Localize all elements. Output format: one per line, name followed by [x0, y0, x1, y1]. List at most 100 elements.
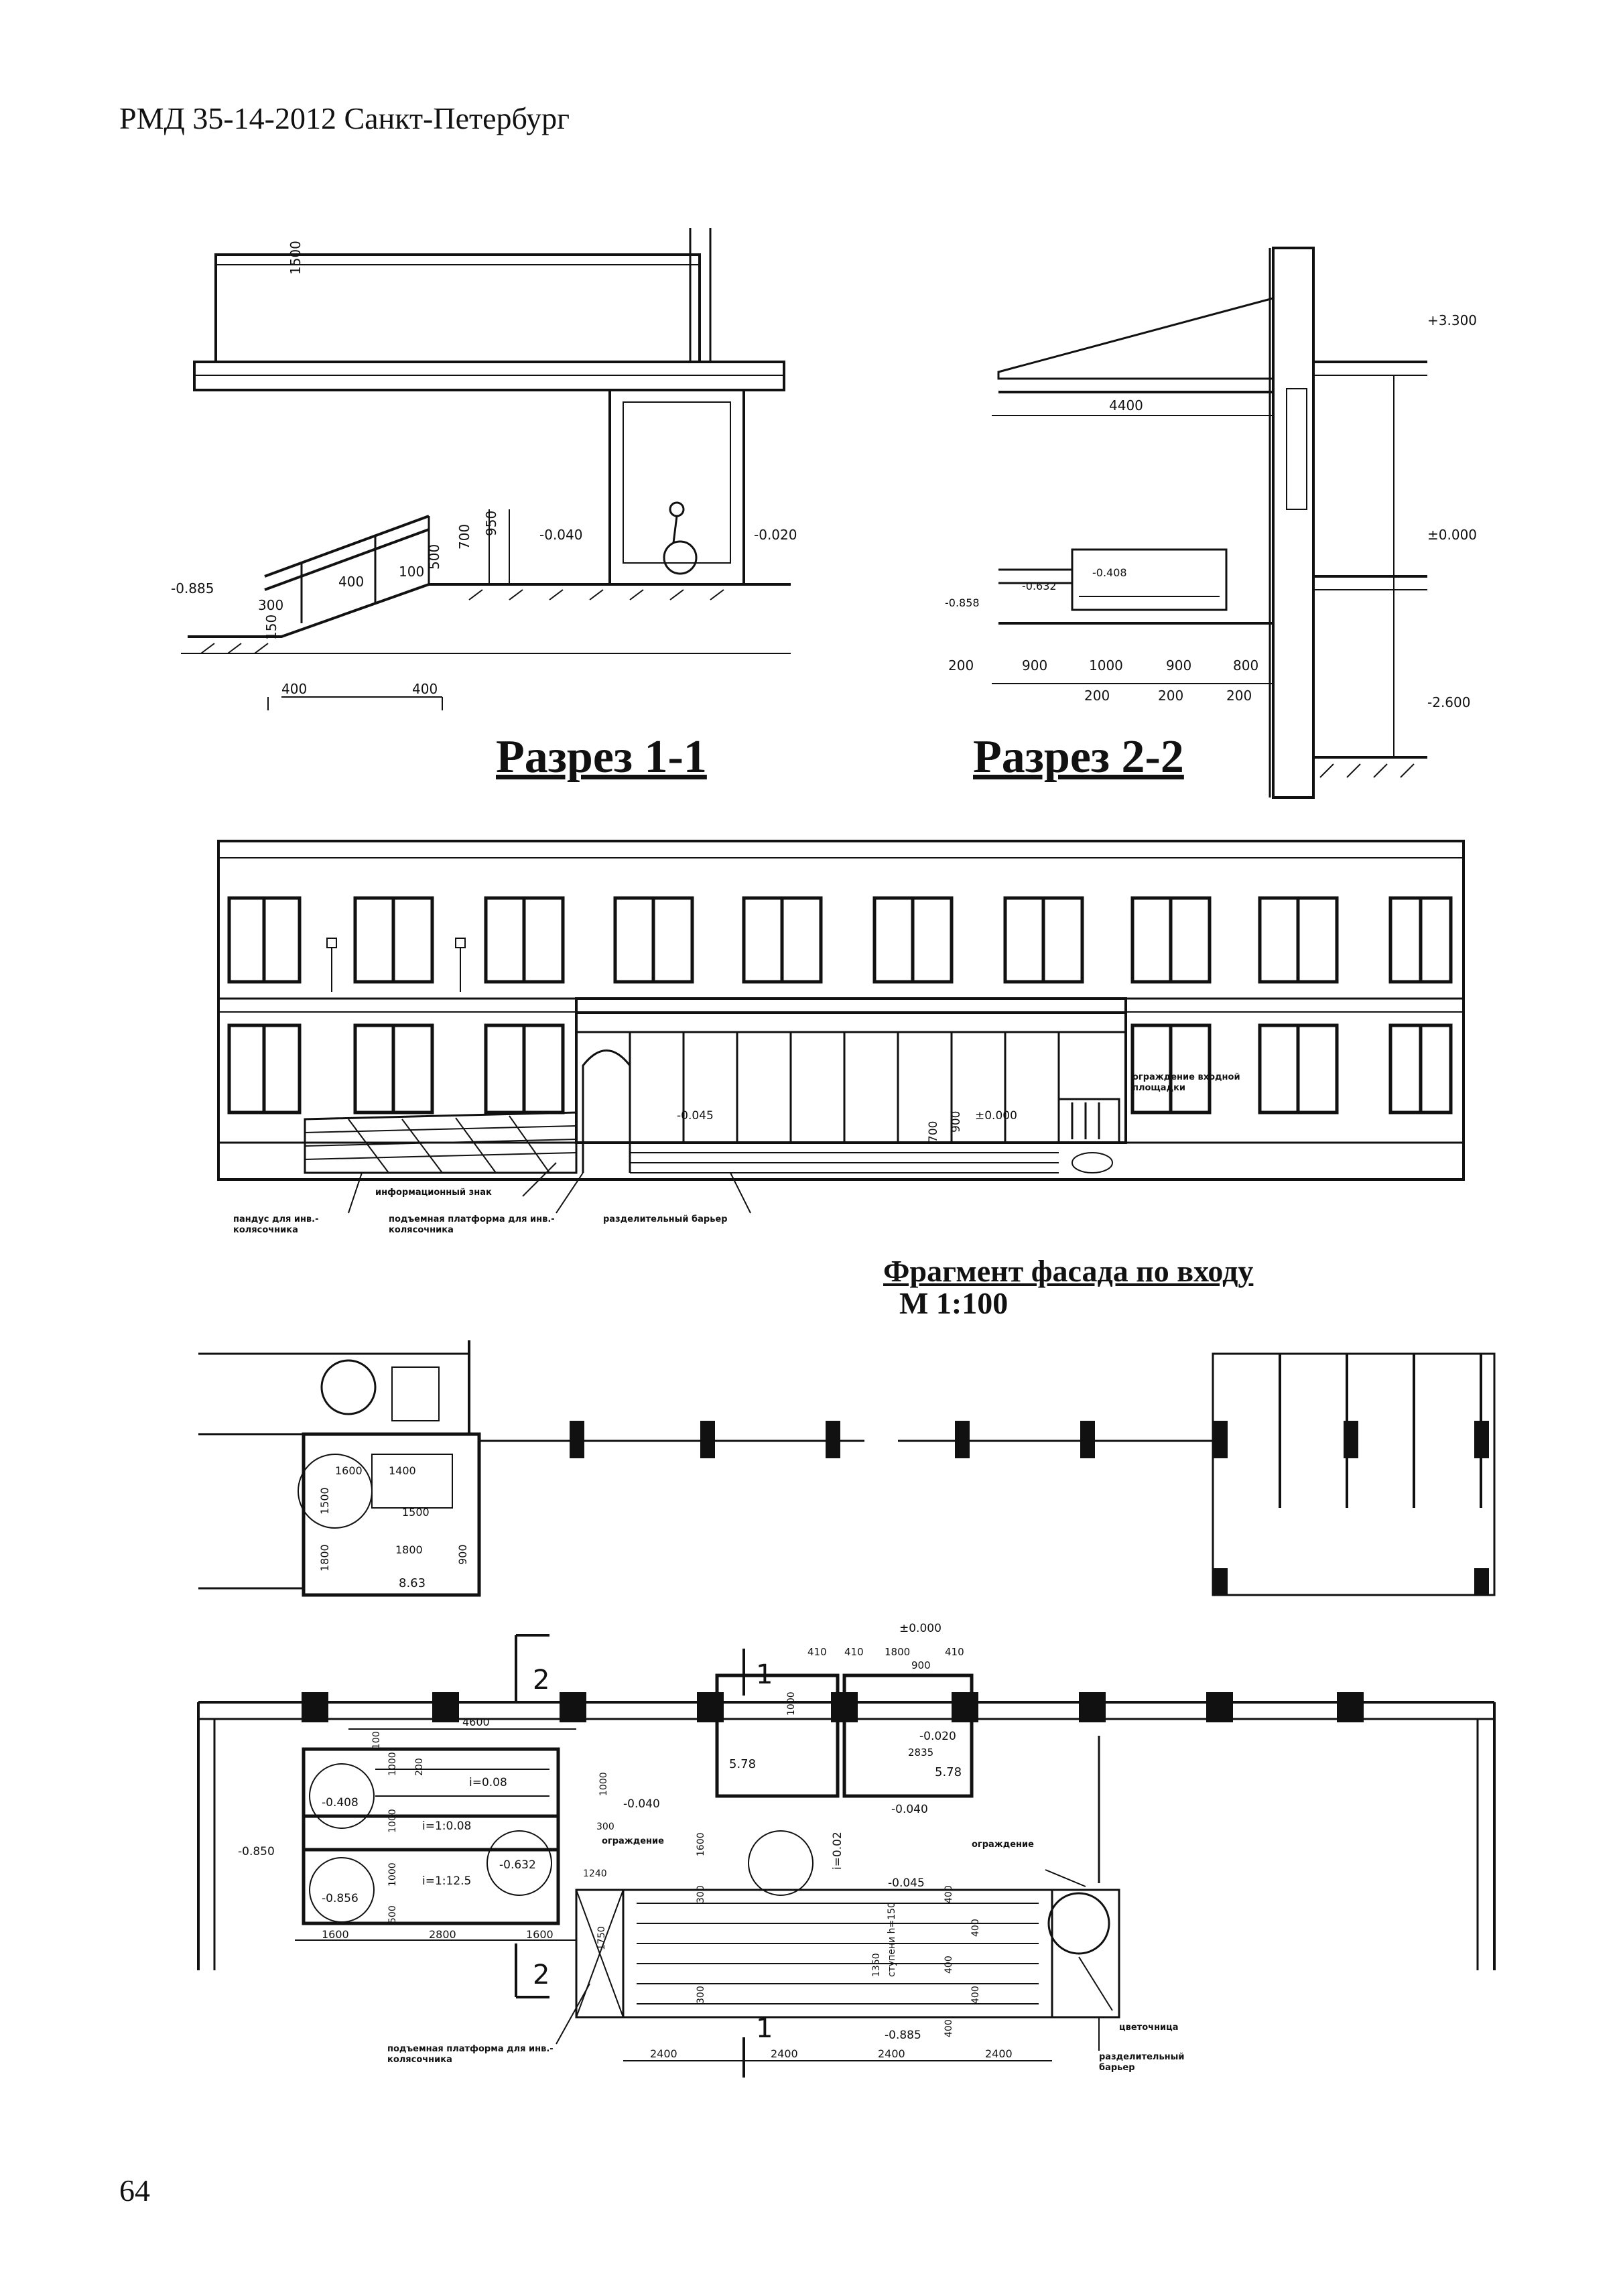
pb-area-1: 5.78: [935, 1765, 962, 1779]
pb-dimtop-6: 2835: [908, 1746, 933, 1759]
pb-dimtop-3: 1800: [885, 1646, 910, 1658]
pb-label-fence-1: ограждение: [602, 1836, 664, 1846]
s2-dim-7: 200: [1158, 688, 1183, 704]
s2-mark-2: -2.600: [1427, 694, 1470, 710]
pb-dimbot-3: 2400: [650, 2047, 677, 2060]
facade-label-ramp: пандус для инв.-колясочника: [233, 1214, 319, 1235]
pb-label-flowerbed: цветочница: [1119, 2023, 1179, 2033]
pb-section-mark-3: 1: [756, 2013, 773, 2044]
pb-label-lift: подъемная платформа для инв.-колясочника: [387, 2044, 554, 2065]
section-1-1-drawing: [181, 228, 791, 710]
s2-dim-6: 200: [1084, 688, 1110, 704]
facade-label-lift: подъемная платформа для инв.-колясочника: [389, 1214, 555, 1235]
pb-label-barrier: разделительный барьер: [1099, 2052, 1185, 2073]
s2-mark-3: -0.858: [945, 596, 980, 609]
section-1-title: Разрез 1-1: [496, 731, 707, 783]
s1-mark-2: -0.020: [754, 527, 797, 543]
facade-scale: М 1:100: [899, 1286, 1009, 1320]
facade-dim-1: 900: [950, 1111, 963, 1133]
pb-dimmisc-3: 1000: [387, 1809, 398, 1833]
pb-dimbot-4: 2400: [771, 2047, 798, 2060]
facade-label-barrier: разделительный барьер: [603, 1214, 728, 1224]
pb-level-5: -0.408: [322, 1796, 359, 1809]
facade-title: Фрагмент фасада по входу: [883, 1254, 1254, 1288]
pb-level-9: -0.885: [885, 2029, 921, 2042]
s2-mark-4: -0.632: [1022, 580, 1057, 592]
s2-mark-0: +3.300: [1427, 312, 1477, 328]
facade-label-info-sign: информационный знак: [375, 1188, 492, 1198]
pt-dim-0: 1600: [335, 1464, 363, 1477]
pt-dim-3: 1500: [318, 1487, 331, 1515]
s1-dim-8: 400: [281, 681, 307, 697]
pb-dimmisc-11: 300: [696, 1885, 706, 1903]
pb-dimtop-0: 4600: [462, 1716, 490, 1728]
pb-dimbot-6: 2400: [985, 2047, 1013, 2060]
s1-dim-4: 100: [399, 564, 424, 580]
pb-area-0: 5.78: [729, 1757, 756, 1771]
pb-dimmisc-10: 1600: [696, 1832, 706, 1856]
pb-section-mark-2: 2: [533, 1960, 549, 1990]
facade-dim-0: 700: [927, 1121, 940, 1143]
pt-dim-1: 1500: [402, 1506, 430, 1519]
pb-level-7: -0.856: [322, 1892, 359, 1905]
pb-slope-2: i=1:12.5: [422, 1874, 471, 1888]
pb-dimbot-1: 2800: [429, 1928, 456, 1941]
section-2-title: Разрез 2-2: [973, 731, 1184, 783]
s2-dim-0: 4400: [1109, 397, 1143, 413]
plan-top-columns: [570, 1421, 1489, 1595]
pb-slope-1: i=1:0.08: [422, 1820, 471, 1833]
page-number: 64: [119, 2173, 150, 2208]
s2-dim-1: 200: [948, 657, 974, 674]
pb-dimmisc-8: 300: [596, 1822, 614, 1832]
pb-dimmisc-19: 1750: [596, 1926, 607, 1950]
s2-dim-4: 900: [1166, 657, 1191, 674]
pb-dimmisc-2: 200: [414, 1758, 425, 1776]
pb-dimbot-0: 1600: [322, 1928, 349, 1941]
pt-dim-2: 1400: [389, 1464, 416, 1477]
s2-dim-8: 200: [1226, 688, 1252, 704]
section-2-2-drawing: [992, 247, 1427, 799]
pb-dimmisc-15: 400: [970, 1919, 981, 1937]
plan-bottom-columns: [302, 1692, 1364, 1722]
pb-level-1: -0.020: [919, 1730, 956, 1743]
pb-dimtop-5: 900: [911, 1659, 931, 1671]
s2-mark-5: -0.408: [1092, 566, 1127, 579]
s1-dim-0: 1500: [287, 241, 304, 275]
pb-dimmisc-17: 400: [970, 1986, 981, 2004]
s1-dim-6: 300: [258, 597, 283, 613]
pt-dim-4: 1800: [318, 1544, 331, 1572]
pb-level-4: -0.045: [888, 1876, 925, 1890]
pb-dimmisc-6: 500: [387, 1905, 398, 1923]
pb-steps-label: ступени h=150: [887, 1902, 897, 1977]
pb-dimmisc-4: 1000: [387, 1862, 398, 1887]
pb-dimmisc-18: 400: [944, 2019, 954, 2037]
pb-section-mark-0: 1: [756, 1659, 773, 1690]
pb-label-fence-2: ограждение: [972, 1840, 1034, 1850]
facade-mark-0: -0.045: [677, 1109, 714, 1123]
pb-level-2: -0.040: [623, 1797, 660, 1811]
pt-dim-5: 1800: [395, 1543, 423, 1556]
s2-dim-5: 800: [1233, 657, 1258, 674]
s1-mark-0: -0.885: [171, 580, 214, 596]
s2-dim-3: 1000: [1089, 657, 1123, 674]
s1-dim-2: 700: [456, 524, 472, 550]
facade-drawing: [217, 840, 1465, 1214]
pb-section-mark-1: 2: [533, 1665, 549, 1696]
pb-dimtop-2: 410: [844, 1646, 864, 1658]
s1-dim-9: 400: [412, 681, 438, 697]
pb-dimtop-4: 410: [945, 1646, 964, 1658]
pb-level-8: -0.850: [238, 1845, 275, 1858]
pb-slope-3: i=0.02: [831, 1832, 844, 1870]
pb-dimmisc-7: 1000: [786, 1692, 797, 1716]
facade-mark-1: ±0.000: [975, 1109, 1017, 1123]
document-header: РМД 35-14-2012 Санкт-Петербург: [119, 101, 570, 135]
pb-dimtop-1: 410: [807, 1646, 827, 1658]
pb-dimmisc-14: 400: [944, 1885, 954, 1903]
pb-dimmisc-9: 1240: [583, 1868, 607, 1879]
facade-label-fence: ограждение входной площадки: [1132, 1072, 1240, 1093]
pb-level-0: ±0.000: [899, 1622, 942, 1635]
pb-dimbot-2: 1600: [526, 1928, 554, 1941]
s1-mark-1: -0.040: [539, 527, 582, 543]
pb-level-6: -0.632: [499, 1858, 536, 1872]
